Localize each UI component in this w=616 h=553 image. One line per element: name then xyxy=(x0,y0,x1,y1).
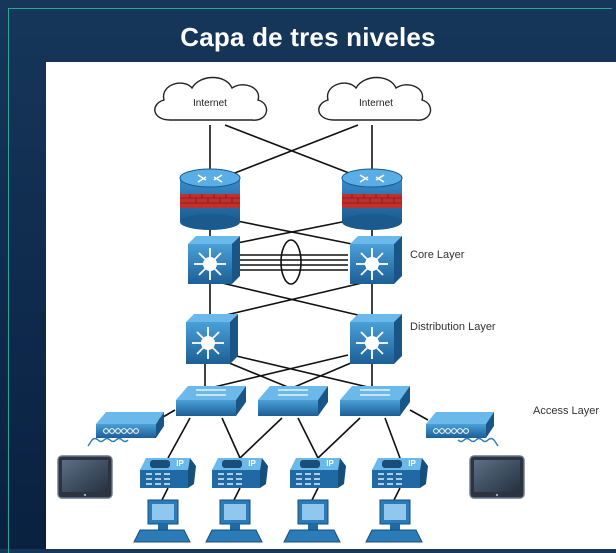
pc-4 xyxy=(365,499,423,543)
ip-label: IP xyxy=(248,459,256,468)
etherchannel-ellipse xyxy=(280,239,302,285)
ip-phone-1: IP xyxy=(140,458,196,488)
slide-title: Capa de tres niveles xyxy=(180,22,436,52)
cloud-label: Internet xyxy=(193,98,227,109)
tablet-left xyxy=(57,455,113,499)
pc-3 xyxy=(283,499,341,543)
ip-label: IP xyxy=(408,459,416,468)
wireless-ap-right xyxy=(426,412,494,438)
core-switch-right xyxy=(350,236,402,284)
ip-label: IP xyxy=(176,459,184,468)
router-firewall-left xyxy=(179,168,241,230)
wireless-ap-left xyxy=(96,412,164,438)
ip-label: IP xyxy=(326,459,334,468)
access-switch-2 xyxy=(258,386,328,416)
pc-2 xyxy=(205,499,263,543)
ip-phone-4: IP xyxy=(372,458,428,488)
access-layer-label: Access Layer xyxy=(533,405,599,417)
distribution-switch-left xyxy=(186,314,238,364)
cloud-label: Internet xyxy=(359,98,393,109)
tablet-right xyxy=(469,455,525,499)
internet-cloud-right: Internet xyxy=(318,76,432,121)
access-switch-3 xyxy=(340,386,410,416)
internet-cloud-left: Internet xyxy=(154,76,268,121)
wireless-signal-right xyxy=(457,437,499,447)
core-switch-left xyxy=(188,236,240,284)
distribution-layer-label: Distribution Layer xyxy=(410,321,496,333)
distribution-switch-right xyxy=(350,314,402,364)
slide-frame xyxy=(8,8,612,553)
wireless-signal-left xyxy=(87,437,129,447)
pc-1 xyxy=(133,499,191,543)
ip-phone-3: IP xyxy=(290,458,346,488)
core-layer-label: Core Layer xyxy=(410,249,465,261)
router-firewall-right xyxy=(341,168,403,230)
ip-phone-2: IP xyxy=(212,458,268,488)
access-switch-1 xyxy=(176,386,246,416)
